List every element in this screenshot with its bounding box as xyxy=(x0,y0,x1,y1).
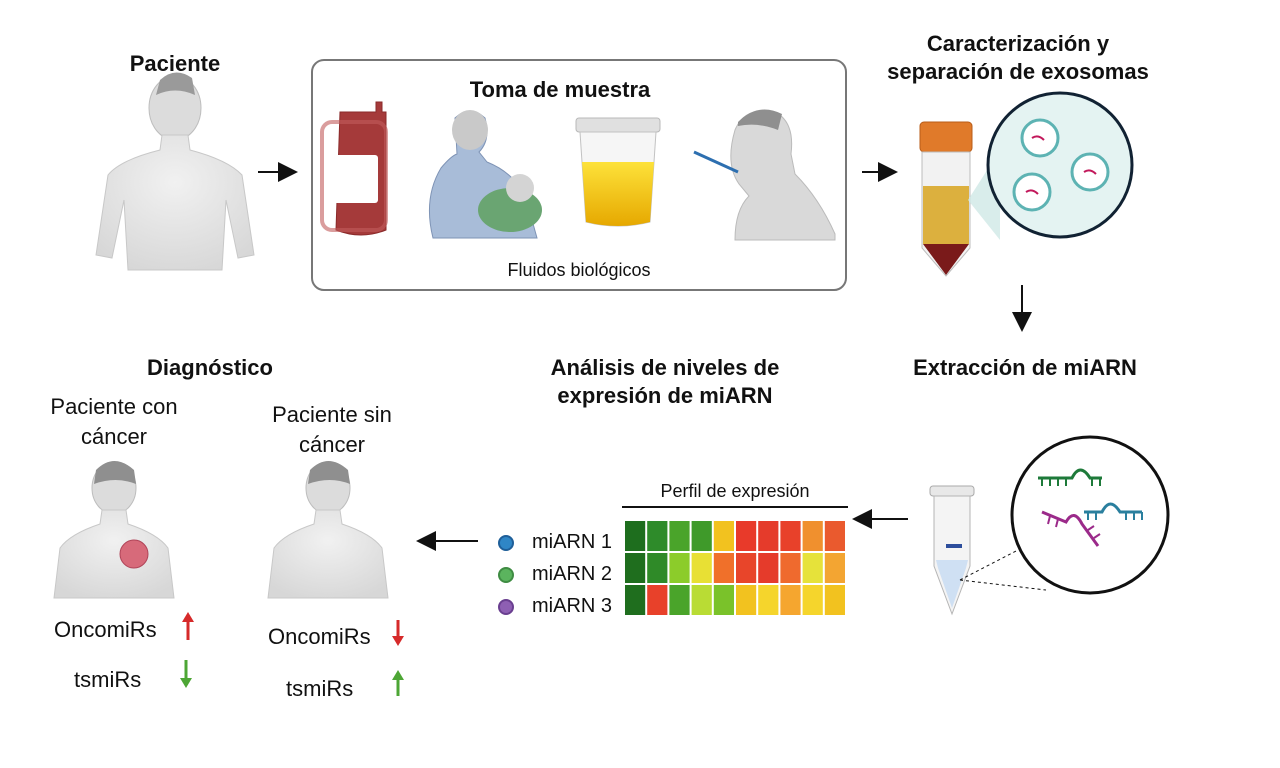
heatmap-title: Perfil de expresión xyxy=(660,481,810,501)
saliva-swab-icon xyxy=(693,109,836,241)
heatmap-cell xyxy=(625,585,646,615)
oncomirs-up-arrow-icon xyxy=(182,612,194,640)
legend-mirna-1: miARN 1 xyxy=(498,531,612,554)
heatmap-cell xyxy=(802,553,823,583)
heatmap-cell xyxy=(691,521,712,551)
mirna-3-cell-icon xyxy=(498,598,514,615)
patient-without-cancer-figure xyxy=(267,461,389,599)
expression-heatmap xyxy=(625,521,845,615)
mirna-2-cell-icon xyxy=(498,566,514,583)
patient-with-cancer-figure xyxy=(53,461,175,599)
with-cancer-tsmirs: tsmiRs xyxy=(74,667,142,692)
heatmap-cell xyxy=(647,553,668,583)
heatmap-cell xyxy=(713,521,734,551)
heatmap-cell xyxy=(647,521,668,551)
heatmap-cell xyxy=(713,585,734,615)
step-patient-title: Paciente xyxy=(129,51,221,76)
heatmap-cell xyxy=(780,585,801,615)
mirna-1-cell-icon xyxy=(498,534,514,551)
legend-mirna-3: miARN 3 xyxy=(498,595,612,618)
patient-figure xyxy=(95,72,255,271)
heatmap-cell xyxy=(824,521,845,551)
blood-bag-icon xyxy=(320,101,388,236)
microcentrifuge-tube-icon xyxy=(929,435,1170,616)
heatmap-cell xyxy=(824,585,845,615)
heatmap-cell xyxy=(691,553,712,583)
heatmap-cell xyxy=(736,585,757,615)
with-cancer-oncomirs: OncomiRs xyxy=(54,617,157,642)
without-cancer-oncomirs: OncomiRs xyxy=(268,624,371,649)
heatmap-cell xyxy=(669,521,690,551)
heatmap-cell xyxy=(713,553,734,583)
heatmap-cell xyxy=(824,553,845,583)
heatmap-cell xyxy=(625,521,646,551)
oncomirs-down-arrow-icon xyxy=(392,620,404,646)
heatmap-cell xyxy=(758,585,779,615)
urine-cup-icon xyxy=(575,117,661,227)
heatmap-cell xyxy=(669,553,690,583)
legend-mirna-2: miARN 2 xyxy=(498,563,612,586)
without-cancer-tsmirs: tsmiRs xyxy=(286,676,354,701)
step-extraction-title: Extracción de miARN xyxy=(913,355,1137,380)
heatmap-cell xyxy=(780,553,801,583)
heatmap-cell xyxy=(802,585,823,615)
heatmap-cell xyxy=(669,585,690,615)
heatmap-cell xyxy=(736,553,757,583)
step-sampling-title: Toma de muestra xyxy=(469,77,651,102)
exosome-tube-icon xyxy=(919,91,1134,277)
heatmap-cell xyxy=(691,585,712,615)
heatmap-cell xyxy=(758,553,779,583)
tsmirs-down-arrow-icon xyxy=(180,660,192,688)
heatmap-cell xyxy=(647,585,668,615)
tsmirs-up-arrow-icon xyxy=(392,670,404,696)
heatmap-cell xyxy=(802,521,823,551)
heatmap-cell xyxy=(758,521,779,551)
breastfeeding-icon xyxy=(428,110,542,239)
fluids-label: Fluidos biológicos xyxy=(507,260,651,280)
heatmap-cell xyxy=(625,553,646,583)
heatmap-cell xyxy=(736,521,757,551)
step-diagnosis-title: Diagnóstico xyxy=(147,355,273,380)
heatmap-cell xyxy=(780,521,801,551)
